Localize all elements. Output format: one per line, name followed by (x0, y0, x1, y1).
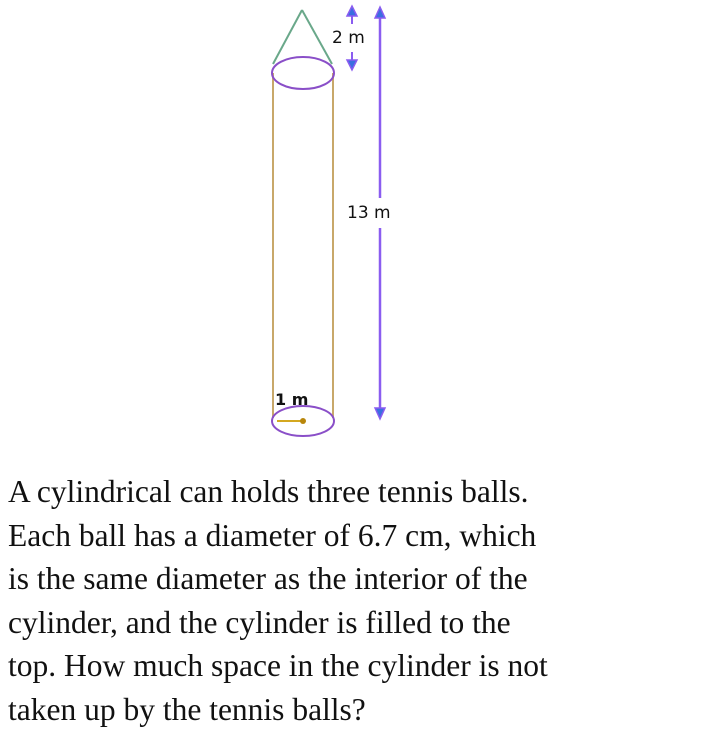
cone (272, 9, 333, 65)
cylinder-top-ellipse (271, 56, 335, 90)
cylinder-height-label: 13 m (347, 203, 391, 223)
cylinder-sides (272, 73, 334, 418)
problem-line: taken up by the tennis balls? (8, 691, 366, 727)
diagram-figure (271, 4, 387, 437)
cone-height-dimension (345, 4, 359, 72)
radius-label: 1 m (275, 390, 309, 409)
cone-height-label: 2 m (332, 28, 365, 48)
problem-line: Each ball has a diameter of 6.7 cm, whic… (8, 517, 537, 553)
cone-cylinder-diagram: 2 m 13 m 1 m (271, 4, 391, 437)
problem-line: cylinder, and the cylinder is filled to … (8, 604, 511, 640)
cylinder-bottom-ellipse (271, 405, 335, 437)
problem-line: top. How much space in the cylinder is n… (8, 648, 548, 683)
cylinder-height-dimension (373, 5, 387, 421)
problem-line: A cylindrical can holds three tennis bal… (8, 474, 529, 509)
problem-text: A cylindrical can holds three tennis bal… (8, 470, 713, 731)
radius-line (277, 418, 306, 424)
problem-line: is the same diameter as the interior of … (8, 561, 528, 596)
